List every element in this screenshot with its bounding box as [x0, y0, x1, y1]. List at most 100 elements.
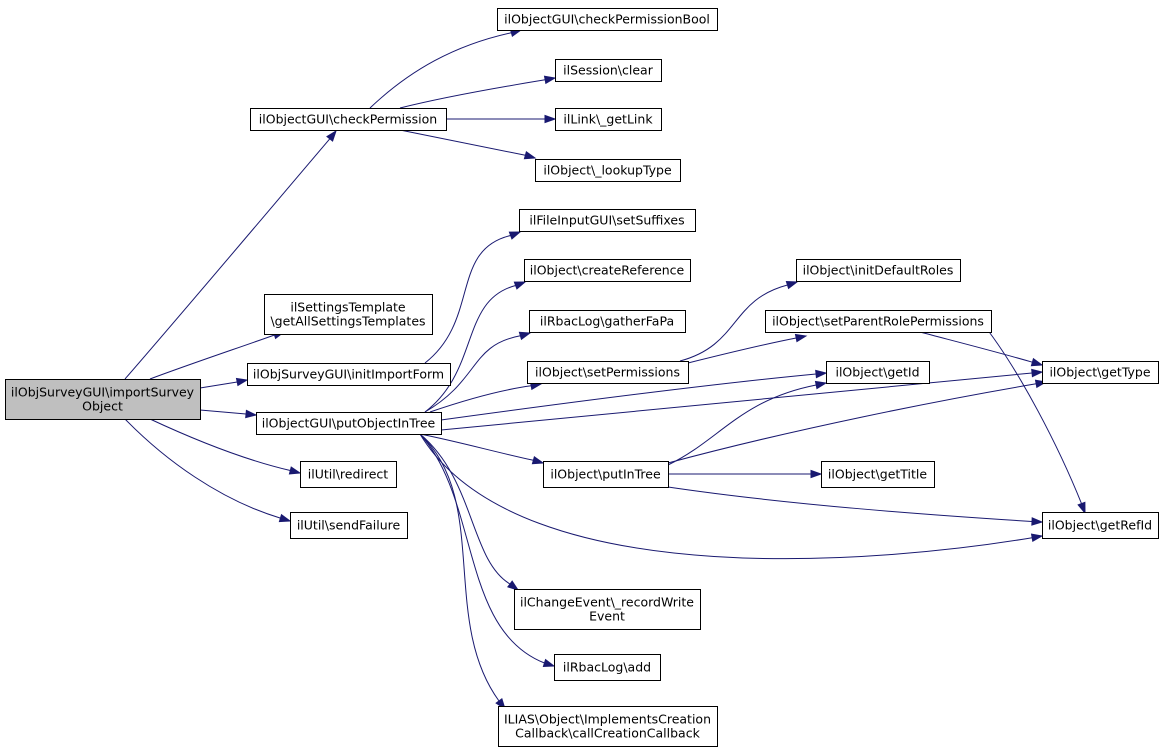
- edge-line: [424, 285, 516, 413]
- edge-putInTree-getRefId: [667, 486, 1044, 526]
- call-edges: [124, 28, 1086, 711]
- node-checkPermissionBool[interactable]: ilObjectGUI\checkPermissionBool: [497, 8, 718, 31]
- node-label: ilChangeEvent\_recordWrite: [520, 595, 694, 610]
- arrowhead: [513, 281, 527, 290]
- node-label: ilObject\initDefaultRoles: [803, 263, 954, 278]
- edge-putObjectInTree-getType: [440, 368, 1044, 431]
- node-box[interactable]: [256, 412, 442, 435]
- edge-putObjectInTree-getId: [440, 369, 828, 421]
- node-box[interactable]: [497, 8, 718, 31]
- node-sendFailure[interactable]: ilUtil\sendFailure: [290, 512, 408, 539]
- edge-putObjectInTree-rbacLogAdd: [419, 433, 556, 667]
- node-setParentRolePermissions[interactable]: ilObject\setParentRolePermissions: [765, 310, 992, 333]
- node-box[interactable]: [5, 379, 201, 420]
- edge-putInTree-getTitle: [668, 469, 823, 479]
- node-box[interactable]: [826, 361, 930, 384]
- arrowhead: [507, 580, 520, 591]
- node-createReference[interactable]: ilObject\createReference: [524, 259, 691, 282]
- arrowhead: [518, 331, 532, 341]
- edge-putInTree-getType: [667, 379, 1048, 464]
- node-setSuffixes[interactable]: ilFileInputGUI\setSuffixes: [519, 209, 696, 232]
- node-box[interactable]: [250, 108, 447, 131]
- arrowhead: [1077, 501, 1086, 515]
- node-box[interactable]: [529, 310, 686, 333]
- node-box[interactable]: [543, 461, 669, 488]
- node-label: ilObject\getRefId: [1048, 518, 1152, 533]
- edge-line: [667, 486, 1033, 522]
- edge-line: [440, 372, 1033, 431]
- edge-checkPermission-checkPermissionBool: [369, 28, 523, 109]
- node-box[interactable]: [527, 361, 689, 384]
- node-box[interactable]: [821, 461, 935, 488]
- edge-line: [424, 235, 511, 364]
- node-label: ilObjSurveyGUI\importSurvey: [11, 385, 195, 400]
- node-box[interactable]: [524, 259, 691, 282]
- node-box[interactable]: [1042, 512, 1159, 539]
- arrowhead: [544, 114, 557, 124]
- edge-line: [399, 79, 546, 109]
- arrowhead: [278, 513, 292, 523]
- arrowhead: [1031, 517, 1044, 526]
- node-getAllSettingsTemplates[interactable]: ilSettingsTemplate\getAllSettingsTemplat…: [264, 294, 433, 335]
- node-putInTree[interactable]: ilObject\putInTree: [543, 461, 669, 488]
- edge-putObjectInTree-gatherFaPa: [424, 331, 532, 413]
- node-box[interactable]: [498, 706, 718, 747]
- edge-line: [369, 32, 512, 109]
- arrowhead: [1031, 368, 1044, 378]
- node-box[interactable]: [765, 310, 992, 333]
- node-label: ilObjectGUI\checkPermission: [259, 112, 437, 127]
- node-box[interactable]: [300, 461, 397, 488]
- edge-line: [399, 129, 526, 156]
- node-gatherFaPa[interactable]: ilRbacLog\gatherFaPa: [529, 310, 686, 333]
- node-box[interactable]: [535, 159, 681, 182]
- node-sessionClear[interactable]: ilSession\clear: [555, 59, 662, 82]
- edge-line: [149, 334, 275, 380]
- node-box[interactable]: [290, 512, 408, 539]
- node-label: Event: [589, 609, 625, 624]
- edge-putObjectInTree-createReference: [424, 281, 527, 413]
- node-checkPermission[interactable]: ilObjectGUI\checkPermission: [250, 108, 447, 131]
- node-rbacLogAdd[interactable]: ilRbacLog\add: [554, 654, 661, 681]
- node-box[interactable]: [264, 294, 433, 335]
- node-label: ilObject\_lookupType: [543, 163, 672, 178]
- arrowhead: [1030, 357, 1044, 367]
- node-getLink[interactable]: ilLink\_getLink: [555, 108, 662, 131]
- node-initImportForm[interactable]: ilObjSurveyGUI\initImportForm: [247, 363, 451, 386]
- node-box[interactable]: [555, 59, 662, 82]
- node-box[interactable]: [1042, 361, 1159, 384]
- node-box[interactable]: [796, 259, 961, 282]
- node-box[interactable]: [247, 363, 451, 386]
- node-initDefaultRoles[interactable]: ilObject\initDefaultRoles: [796, 259, 961, 282]
- edge-line: [687, 337, 797, 364]
- node-label: ilObject\setParentRolePermissions: [772, 314, 984, 329]
- node-getRefId[interactable]: ilObject\getRefId: [1042, 512, 1159, 539]
- node-redirect[interactable]: ilUtil\redirect: [300, 461, 397, 488]
- node-callCreationCallback[interactable]: ILIAS\Object\ImplementsCreationCallback\…: [498, 706, 718, 747]
- node-box[interactable]: [555, 108, 662, 131]
- arrowhead: [1030, 533, 1044, 543]
- arrowhead: [245, 409, 258, 419]
- edge-line: [440, 373, 817, 421]
- node-getTitle[interactable]: ilObject\getTitle: [821, 461, 935, 488]
- node-box[interactable]: [514, 589, 701, 630]
- edge-setParentRolePermissions-getRefId: [979, 319, 1086, 515]
- node-lookupType[interactable]: ilObject\_lookupType: [535, 159, 681, 182]
- node-box[interactable]: [519, 209, 696, 232]
- node-label: ilObject\putInTree: [550, 467, 661, 482]
- node-box[interactable]: [554, 654, 661, 681]
- node-label: ilRbacLog\gatherFaPa: [540, 314, 674, 329]
- edge-line: [419, 433, 545, 664]
- edge-checkPermission-getLink: [446, 114, 557, 124]
- node-putObjectInTree[interactable]: ilObjectGUI\putObjectInTree: [256, 412, 442, 435]
- node-label: ilObjSurveyGUI\initImportForm: [253, 367, 444, 382]
- node-setPermissions[interactable]: ilObject\setPermissions: [527, 361, 689, 384]
- edge-putObjectInTree-putInTree: [419, 433, 545, 465]
- node-label: ilObject\getTitle: [828, 467, 927, 482]
- node-getId[interactable]: ilObject\getId: [826, 361, 930, 384]
- node-getType[interactable]: ilObject\getType: [1042, 361, 1159, 384]
- node-label: \getAllSettingsTemplates: [270, 314, 425, 329]
